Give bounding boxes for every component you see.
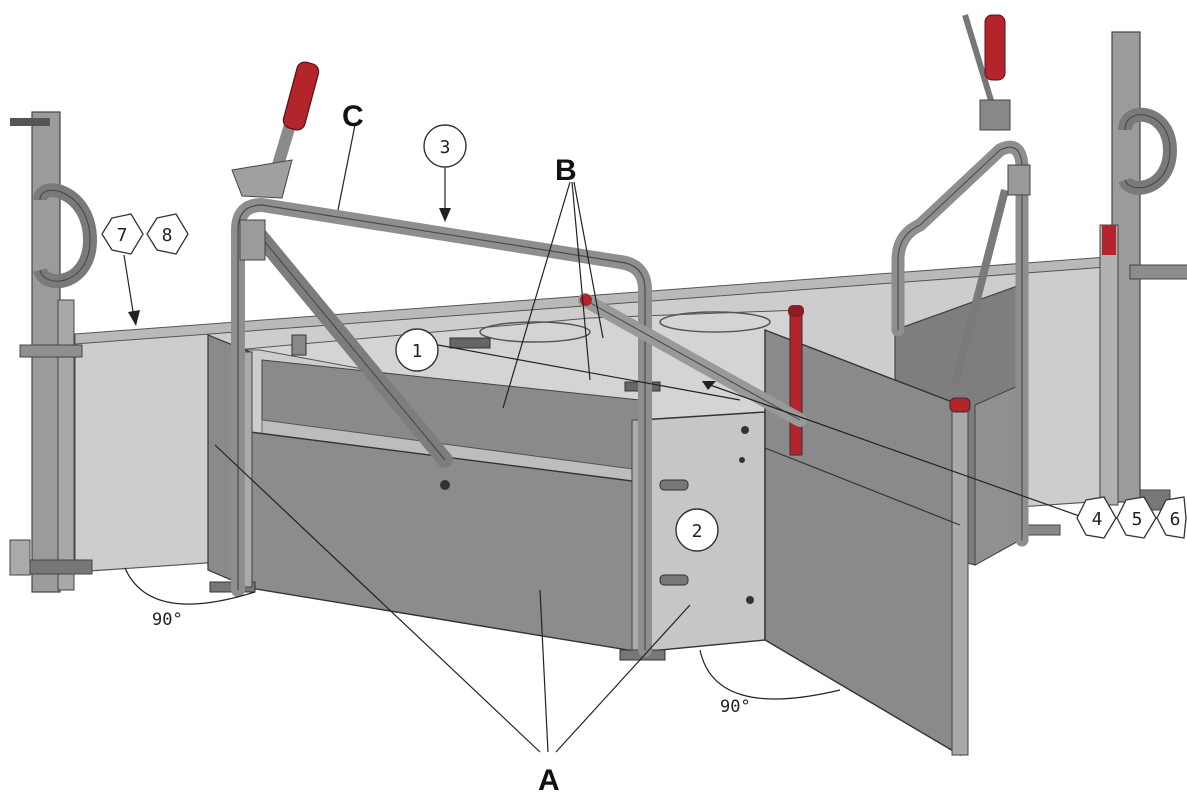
callout-3: 3 <box>423 124 467 168</box>
label-c: C <box>342 100 364 133</box>
callout-6: 6 <box>1156 496 1187 539</box>
callout-1: 1 <box>395 328 439 372</box>
callout-8: 8 <box>146 213 189 255</box>
label-b: B <box>555 154 577 187</box>
leader-lines <box>123 124 1086 753</box>
callout-7-text: 7 <box>117 225 128 246</box>
left-post <box>9 111 98 593</box>
callout-5: 5 <box>1116 496 1157 539</box>
right-post <box>1099 31 1187 511</box>
callout-4: 4 <box>1076 496 1117 539</box>
callout-2: 2 <box>675 508 719 552</box>
callout-2-text: 2 <box>692 521 703 542</box>
right-gate <box>764 305 971 757</box>
angle-left-label: 90° <box>152 610 183 630</box>
callout-4-text: 4 <box>1092 509 1103 530</box>
callout-1-text: 1 <box>412 341 423 362</box>
callout-6-text: 6 <box>1170 509 1181 530</box>
callout-3-text: 3 <box>440 137 451 158</box>
frame-right <box>891 14 1031 547</box>
callout-8-text: 8 <box>162 225 173 246</box>
callout-5-text: 5 <box>1132 509 1143 530</box>
label-a: A <box>538 764 560 797</box>
angle-right-label: 90° <box>720 697 751 717</box>
callout-7: 7 <box>101 213 144 255</box>
frame-c <box>231 61 652 657</box>
